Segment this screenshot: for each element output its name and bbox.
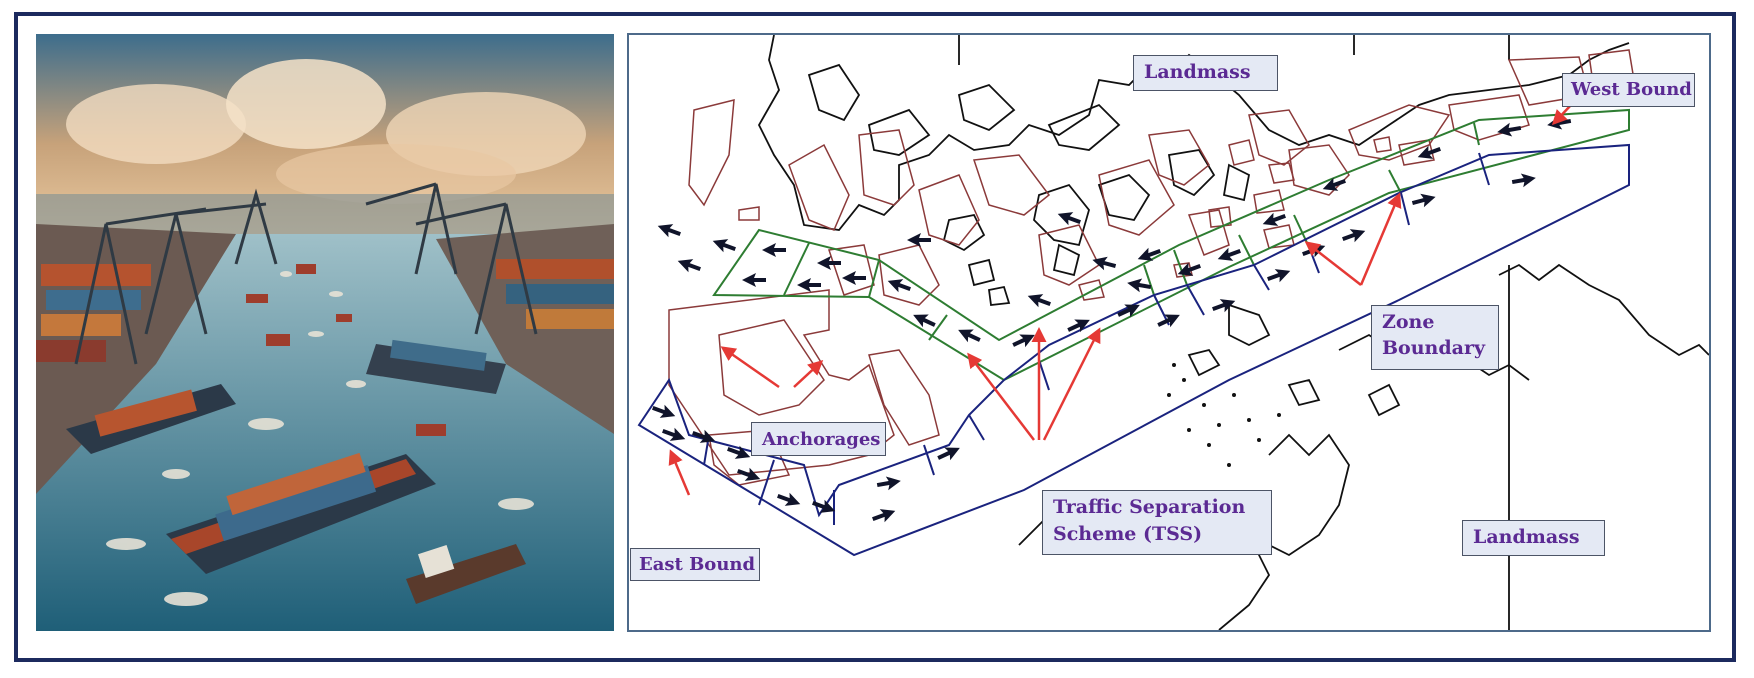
- arrow-left-icon: [910, 308, 938, 332]
- arrow-left-icon: [675, 254, 703, 276]
- pointer-anchorage-2: [793, 359, 824, 388]
- arrow-left-icon: [742, 273, 766, 287]
- label-landmass-south: Landmass: [1462, 520, 1605, 556]
- arrow-right-icon: [1210, 294, 1238, 316]
- arrow-right-icon: [1265, 264, 1293, 286]
- arrow-left-icon: [797, 278, 821, 292]
- westbound-lane: [712, 108, 1630, 382]
- arrow-right-icon: [870, 504, 898, 526]
- arrow-right-icon: [1155, 308, 1183, 332]
- pointer-anchorage-1: [720, 346, 780, 389]
- arrow-left-icon: [817, 256, 841, 270]
- pointer-zone-2: [1359, 192, 1402, 286]
- pointer-tss-1: [967, 352, 1035, 441]
- pointer-tss-3: [1042, 327, 1101, 441]
- label-zone-boundary-line1: Zone: [1382, 311, 1435, 333]
- pointer-zone-1: [1304, 241, 1362, 286]
- tanker-ship: [406, 544, 526, 604]
- pointer-west-bound: [1551, 104, 1572, 126]
- container-ship-large: [166, 452, 436, 574]
- gantry-cranes: [74, 182, 538, 365]
- label-zone-boundary: Zone Boundary: [1371, 305, 1499, 370]
- container-stacks-right: [496, 259, 614, 329]
- cloud: [226, 59, 386, 149]
- label-tss: Traffic Separation Scheme (TSS): [1042, 490, 1272, 555]
- label-east-bound: East Bound: [630, 548, 760, 581]
- arrow-right-icon: [1410, 190, 1438, 210]
- arrow-right-icon: [660, 424, 688, 446]
- cloud: [276, 144, 516, 204]
- arrow-right-icon: [875, 474, 903, 492]
- port-illustration: [36, 34, 614, 631]
- small-vessels: [246, 264, 446, 436]
- label-anchorages: Anchorages: [751, 422, 886, 456]
- coastline-north: [757, 34, 1630, 306]
- arrow-right-icon: [1340, 224, 1368, 246]
- arrow-left-icon: [1025, 289, 1053, 311]
- tss-map-drawing: [637, 34, 1710, 631]
- arrow-right-icon: [775, 489, 803, 511]
- cloud: [66, 84, 246, 164]
- anchorage-zones: [668, 49, 1635, 486]
- arrow-left-icon: [842, 271, 866, 285]
- container-ship-left: [66, 384, 236, 454]
- container-ship-right: [366, 339, 506, 394]
- label-tss-line1: Traffic Separation: [1053, 496, 1246, 518]
- arrow-left-icon: [907, 233, 931, 247]
- arrow-left-icon: [885, 274, 913, 296]
- arrow-right-icon: [650, 401, 678, 423]
- label-tss-line2: Scheme (TSS): [1053, 523, 1203, 545]
- arrow-left-icon: [762, 243, 786, 257]
- label-landmass-north: Landmass: [1133, 55, 1278, 91]
- label-west-bound: West Bound: [1562, 73, 1695, 107]
- skyline: [36, 194, 614, 234]
- port-photo: [36, 34, 614, 631]
- label-zone-boundary-line2: Boundary: [1382, 337, 1486, 359]
- arrow-left-icon: [655, 219, 683, 241]
- pointer-east-bound: [668, 449, 691, 496]
- pointer-arrows: [668, 104, 1572, 496]
- small-islets: [1167, 363, 1281, 467]
- arrow-left-icon: [1495, 121, 1523, 139]
- arrow-right-icon: [1510, 171, 1538, 189]
- arrow-left-icon: [710, 234, 738, 256]
- tug-boats: [106, 271, 534, 606]
- eastbound-lane: [637, 143, 1630, 557]
